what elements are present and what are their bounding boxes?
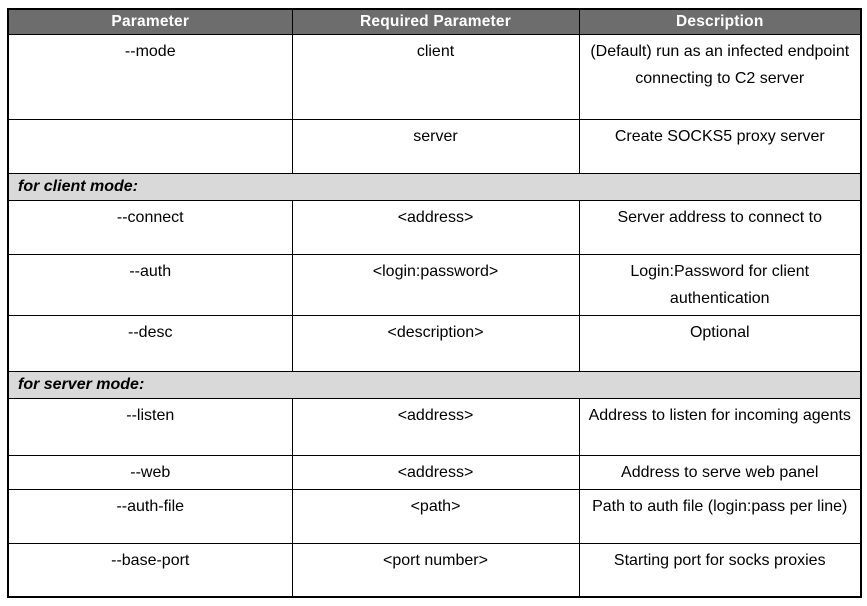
required-parameter-cell: <address> bbox=[291, 199, 580, 255]
section-row: for server mode: bbox=[7, 370, 862, 399]
table-row: --desc<description>Optional bbox=[7, 314, 862, 372]
section-label: for server mode: bbox=[7, 370, 862, 399]
required-parameter-cell: <address> bbox=[291, 397, 580, 456]
section-label: for client mode: bbox=[7, 172, 862, 201]
parameter-cell: --auth-file bbox=[7, 488, 293, 544]
table-row: --auth-file<path>Path to auth file (logi… bbox=[7, 488, 862, 544]
table-row: --listen<address>Address to listen for i… bbox=[7, 397, 862, 456]
required-parameter-cell: client bbox=[291, 33, 580, 120]
required-parameter-cell: <address> bbox=[291, 454, 580, 490]
description-cell: Address to listen for incoming agents bbox=[578, 397, 862, 456]
column-header-parameter: Parameter bbox=[7, 8, 293, 35]
parameter-cell: --auth bbox=[7, 253, 293, 316]
parameter-cell: --desc bbox=[7, 314, 293, 372]
description-cell: Server address to connect to bbox=[578, 199, 862, 255]
parameter-cell bbox=[7, 118, 293, 174]
description-cell: Create SOCKS5 proxy server bbox=[578, 118, 862, 174]
column-header-description: Description bbox=[578, 8, 862, 35]
parameter-cell: --base-port bbox=[7, 542, 293, 598]
table-header-row: Parameter Required Parameter Description bbox=[7, 8, 862, 35]
table-row: --connect<address>Server address to conn… bbox=[7, 199, 862, 255]
description-cell: (Default) run as an infected endpoint co… bbox=[578, 33, 862, 120]
description-cell: Address to serve web panel bbox=[578, 454, 862, 490]
parameter-table: Parameter Required Parameter Description… bbox=[7, 8, 862, 598]
required-parameter-cell: <port number> bbox=[291, 542, 580, 598]
description-cell: Login:Password for client authentication bbox=[578, 253, 862, 316]
section-row: for client mode: bbox=[7, 172, 862, 201]
table-row: --auth<login:password>Login:Password for… bbox=[7, 253, 862, 316]
description-cell: Optional bbox=[578, 314, 862, 372]
required-parameter-cell: server bbox=[291, 118, 580, 174]
parameter-cell: --mode bbox=[7, 33, 293, 120]
required-parameter-cell: <login:password> bbox=[291, 253, 580, 316]
parameter-cell: --connect bbox=[7, 199, 293, 255]
description-cell: Starting port for socks proxies bbox=[578, 542, 862, 598]
table-row: --web<address>Address to serve web panel bbox=[7, 454, 862, 490]
table-row: --base-port<port number>Starting port fo… bbox=[7, 542, 862, 598]
parameter-cell: --listen bbox=[7, 397, 293, 456]
column-header-required-parameter: Required Parameter bbox=[291, 8, 580, 35]
parameter-cell: --web bbox=[7, 454, 293, 490]
description-cell: Path to auth file (login:pass per line) bbox=[578, 488, 862, 544]
required-parameter-cell: <path> bbox=[291, 488, 580, 544]
required-parameter-cell: <description> bbox=[291, 314, 580, 372]
